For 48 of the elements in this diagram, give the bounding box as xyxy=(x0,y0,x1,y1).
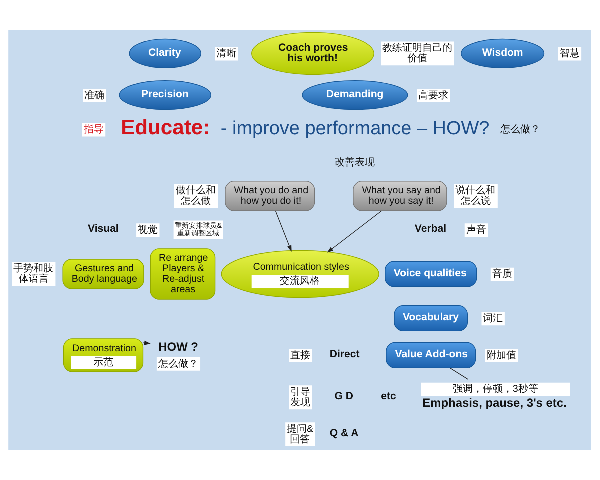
node-label: 高要求 xyxy=(418,90,448,102)
label: 指导 xyxy=(84,124,104,136)
node-label: 说什么和怎么说 xyxy=(456,186,496,208)
node-label: HOW ? xyxy=(158,340,198,354)
label: Q & A xyxy=(330,428,359,440)
node-label: 附加值 xyxy=(486,350,517,362)
connector xyxy=(450,368,469,380)
node-box: Demonstration 示范 xyxy=(63,338,144,372)
label: 提问&回答 xyxy=(286,424,314,446)
node-label: 词汇 xyxy=(483,313,504,324)
label: Educate: xyxy=(121,116,210,140)
label: 改善表现 xyxy=(334,157,375,168)
node-label: 智慧 xyxy=(560,48,580,60)
node-box: Re arrange Players & Re-adjust areas xyxy=(150,248,216,300)
node-label: 教练证明自己的价值 xyxy=(382,43,453,65)
node-box: Vocabulary xyxy=(394,306,468,332)
arrow xyxy=(327,210,382,253)
label: 引导发现 xyxy=(290,386,311,408)
node-label: 音质 xyxy=(492,269,512,280)
label: 直接 xyxy=(290,350,311,362)
label: G D xyxy=(334,390,354,403)
node-label: 做什么和怎么做 xyxy=(176,186,216,208)
node-box: Voice qualities xyxy=(385,261,478,288)
label: Visual xyxy=(88,223,119,236)
node-label: Emphasis, pause, 3's etc. xyxy=(422,396,567,410)
node-box: What you say and how you say it! xyxy=(353,181,448,212)
label: - improve performance – HOW? xyxy=(220,118,490,140)
node-ellipse: Clarity xyxy=(129,38,202,68)
label: 视觉 xyxy=(138,224,158,236)
node-ellipse: Demanding xyxy=(302,80,408,110)
label: 怎么做？ xyxy=(500,124,541,136)
node-box: 强调，停顿，3秒等 xyxy=(421,382,570,396)
node-ellipse: Precision xyxy=(119,80,212,110)
label: Direct xyxy=(330,348,360,361)
label: Verbal xyxy=(414,223,447,236)
node-ellipse: Communication styles 交流风格 xyxy=(221,250,380,298)
label: etc xyxy=(381,390,396,403)
node-ellipse: Coach proves his worth! xyxy=(252,32,374,76)
arrow xyxy=(275,210,292,252)
node-box: 怎么做？ xyxy=(156,358,201,371)
node-box: Value Add-ons xyxy=(386,342,476,368)
node-box: Gestures and Body language xyxy=(62,259,144,290)
node-label: 手势和肢体语言 xyxy=(14,264,54,286)
node-label: 准确 xyxy=(84,90,105,102)
node-ellipse: Wisdom xyxy=(461,38,545,68)
node-box: What you do and how you do it! xyxy=(225,181,316,212)
node-label: 清晰 xyxy=(216,48,237,60)
label: 声音 xyxy=(466,224,486,236)
